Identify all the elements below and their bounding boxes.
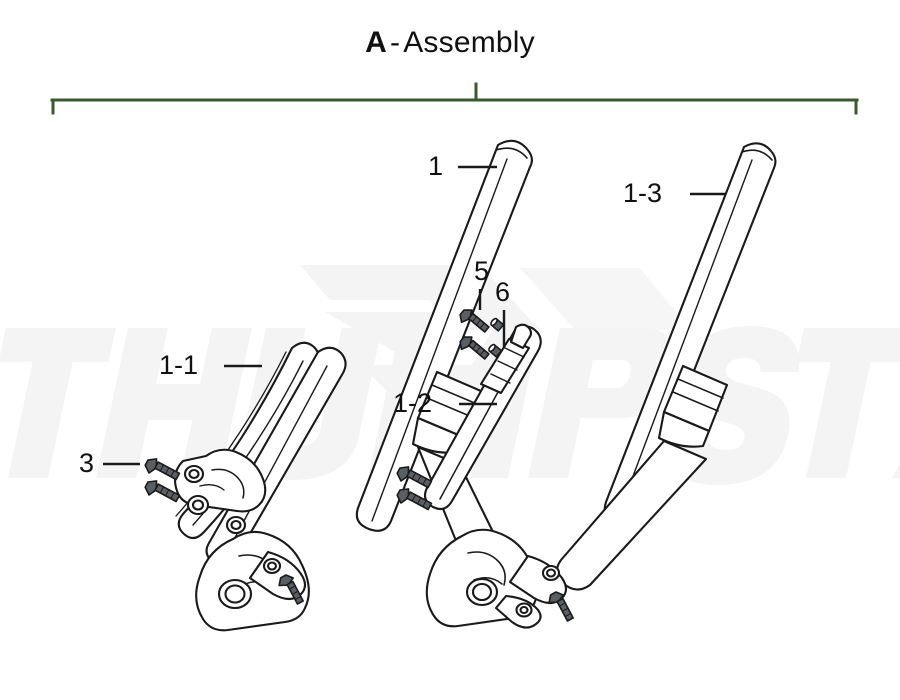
fork-tube-center-highlight — [372, 159, 507, 521]
washer-pair — [488, 318, 504, 357]
callout-label-6: 6 — [495, 277, 511, 307]
fork-bracket-left — [175, 450, 265, 533]
callout-label-1-3: 1-3 — [623, 178, 663, 208]
title-separator: - — [390, 26, 401, 59]
leader-lines — [103, 167, 726, 464]
fork-bottom-casting-left — [196, 532, 309, 630]
callout-label-1-2: 1-2 — [393, 388, 433, 418]
callout-label-1-1: 1-1 — [159, 350, 199, 380]
bolt-pair-left — [143, 456, 181, 508]
fork-tube-center-cap — [496, 148, 527, 158]
fork-leg-left — [175, 343, 346, 631]
assembly-name: Assembly — [403, 26, 535, 59]
fork-tube-center — [357, 141, 532, 531]
bolt-pair-center — [395, 464, 433, 516]
bolt-lower-left — [276, 573, 305, 608]
assembly-code: A — [365, 26, 388, 59]
fork-bottom-casting-right — [427, 530, 566, 628]
bolt-pair-upper — [457, 306, 490, 365]
fork-collar-right — [659, 366, 727, 447]
bolt-lower-right — [546, 590, 575, 625]
fork-tube-right-highlight — [618, 160, 752, 516]
callout-label-5: 5 — [474, 256, 490, 286]
callout-label-3: 3 — [79, 448, 95, 478]
hardware-group — [143, 306, 575, 624]
callout-label-1: 1 — [428, 151, 444, 181]
fork-leg-right-rear — [557, 143, 776, 589]
fork-tube-right-cap — [742, 150, 772, 160]
fork-leg-center — [357, 141, 566, 628]
assembly-title: A-Assembly — [0, 26, 900, 60]
guard-tab-right — [511, 325, 531, 348]
fork-guard-right — [425, 325, 541, 509]
